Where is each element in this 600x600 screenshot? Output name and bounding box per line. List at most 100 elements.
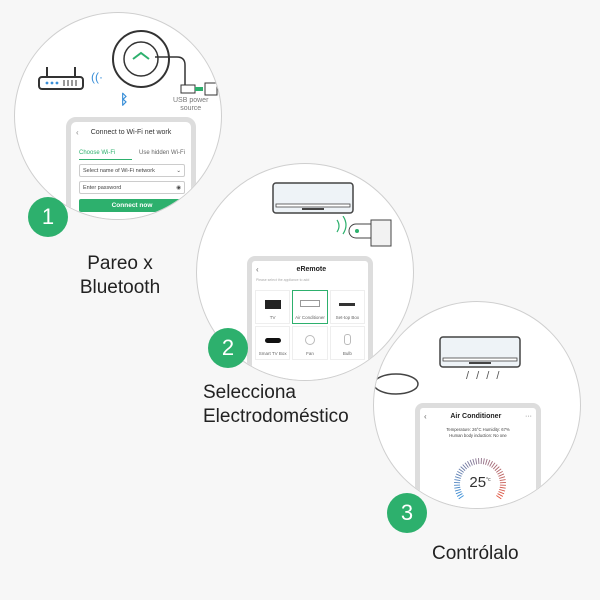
remote-in-hand-icon [336, 216, 392, 247]
step2-caption: Selecciona Electrodoméstico [203, 381, 349, 429]
hub-device-icon [112, 30, 170, 88]
appliance-label: Smart TV Box [258, 351, 287, 356]
tablet-screen: ‹ Air Conditioner ··· Temperature: 26°C … [415, 403, 541, 508]
usb-power-label: USB power source [173, 97, 208, 113]
step1-caption-line1: Pareo x [87, 253, 153, 274]
step2-circle: ‹ eRemote Please select the appliance to… [196, 163, 414, 381]
fan-icon [304, 335, 315, 345]
step1-caption-line2: Bluetooth [79, 277, 161, 298]
dial-tick [458, 468, 464, 473]
dial-tick [454, 476, 461, 479]
dial-tick [454, 479, 461, 482]
air-conditioner-icon [272, 182, 354, 214]
dial-tick [496, 495, 502, 500]
step3-caption: Contrólalo [432, 543, 519, 564]
tab-choose-wifi[interactable]: Choose Wi-Fi [79, 150, 132, 160]
dial-tick [492, 464, 498, 470]
dial-tick [472, 458, 475, 465]
ac-icon [299, 300, 320, 307]
step1-circle: ((· ᛒ USB power source ‹ Connect to Wi-F… [14, 12, 222, 220]
bluetooth-icon: ᛒ [120, 91, 129, 107]
app-header: ‹ Air Conditioner ··· [424, 412, 532, 421]
router-icon [38, 67, 84, 90]
dial-tick [454, 489, 461, 492]
dial-tick [482, 458, 485, 465]
dial-tick [457, 470, 463, 475]
appliance-label: Set-top Box [335, 315, 360, 320]
appliance-label: Fan [306, 351, 314, 356]
usb-cable-icon [155, 56, 218, 96]
dial-tick [489, 461, 493, 467]
wifi-signal-icon: ((· [91, 70, 103, 84]
step3-circle: / / / / ‹ Air Conditioner ··· Temperatur… [373, 301, 581, 509]
connect-now-button[interactable]: Connect now [79, 199, 185, 212]
app-title: eRemote [296, 266, 327, 273]
dial-tick [467, 461, 471, 467]
set-top-box-icon [339, 303, 356, 306]
eye-icon[interactable]: ◉ [176, 184, 181, 191]
step2-caption-line2: Electrodoméstico [203, 406, 349, 427]
dial-tick [494, 466, 500, 471]
dial-tick [496, 468, 502, 473]
back-chevron-icon[interactable]: ‹ [424, 412, 427, 421]
dial-tick [499, 486, 506, 489]
usb-label-line1: USB power [173, 97, 209, 104]
dial-tick [458, 495, 464, 500]
app-header: ‹ eRemote [256, 265, 364, 274]
air-conditioner-icon [439, 336, 521, 368]
dial-tick [464, 462, 469, 468]
password-placeholder: Enter password [83, 184, 122, 191]
dial-tick [497, 470, 503, 475]
hint-text: Please select the appliance to add [256, 278, 310, 282]
step2-badge: 2 [208, 328, 248, 368]
dial-tick [485, 458, 488, 465]
tab-hidden-wifi[interactable]: Use hidden Wi-Fi [138, 150, 185, 156]
hub-device-icon [374, 373, 419, 395]
dial-tick [499, 489, 506, 492]
app-title: Connect to Wi-Fi net work [90, 129, 172, 136]
status-line1: Temperature: 26°C Humidity: 67% [446, 427, 510, 432]
temperature-dial[interactable]: 25°c [452, 456, 508, 508]
status-line2: Human body induction: No one [449, 433, 507, 438]
bulb-icon [343, 334, 351, 345]
dial-tick [498, 491, 505, 495]
appliance-bulb[interactable]: Bulb [329, 326, 365, 360]
dial-tick [454, 486, 461, 489]
dial-tick [499, 476, 506, 479]
dial-tick [469, 459, 473, 466]
dial-tick [499, 479, 506, 482]
dial-tick [491, 462, 496, 468]
usb-label-line2: source [180, 105, 202, 112]
dial-tick [498, 473, 505, 477]
step2-caption-line1: Selecciona [203, 382, 296, 403]
appliance-label: TV [269, 315, 276, 320]
tv-box-icon [264, 338, 281, 343]
temperature-readout: 25°c [452, 474, 508, 491]
dial-tick [460, 466, 466, 471]
appliance-smart-tv-box[interactable]: Smart TV Box [255, 326, 291, 360]
appliance-label: Air Conditioner [295, 315, 325, 320]
more-menu-icon[interactable]: ··· [525, 413, 532, 420]
appliance-set-top-box[interactable]: Set-top Box [329, 290, 365, 324]
appliance-fan[interactable]: Fan [292, 326, 328, 360]
appliance-air-conditioner[interactable]: Air Conditioner [292, 290, 328, 324]
airflow-icon: / / / / [466, 370, 502, 382]
tablet-screen: ‹ eRemote Please select the appliance to… [247, 256, 373, 380]
step1-badge: 1 [28, 197, 68, 237]
chevron-down-icon: ⌄ [176, 167, 181, 174]
dial-tick [462, 464, 468, 470]
network-select-label: Select name of Wi-Fi network [83, 167, 155, 174]
tv-icon [264, 300, 281, 309]
password-field[interactable]: Enter password ◉ [79, 181, 185, 194]
back-chevron-icon[interactable]: ‹ [256, 265, 259, 274]
appliance-grid: TV Air Conditioner Set-top Box Smart TV … [255, 290, 365, 360]
dial-tick [487, 459, 491, 466]
app-title: Air Conditioner [450, 413, 502, 420]
back-chevron-icon[interactable]: ‹ [76, 128, 79, 137]
dial-tick [455, 473, 462, 477]
appliance-tv[interactable]: TV [255, 290, 291, 324]
temperature-value: 25 [469, 474, 487, 491]
dial-ticks [454, 458, 506, 500]
dial-tick [456, 493, 463, 497]
network-select[interactable]: Select name of Wi-Fi network ⌄ [79, 164, 185, 177]
